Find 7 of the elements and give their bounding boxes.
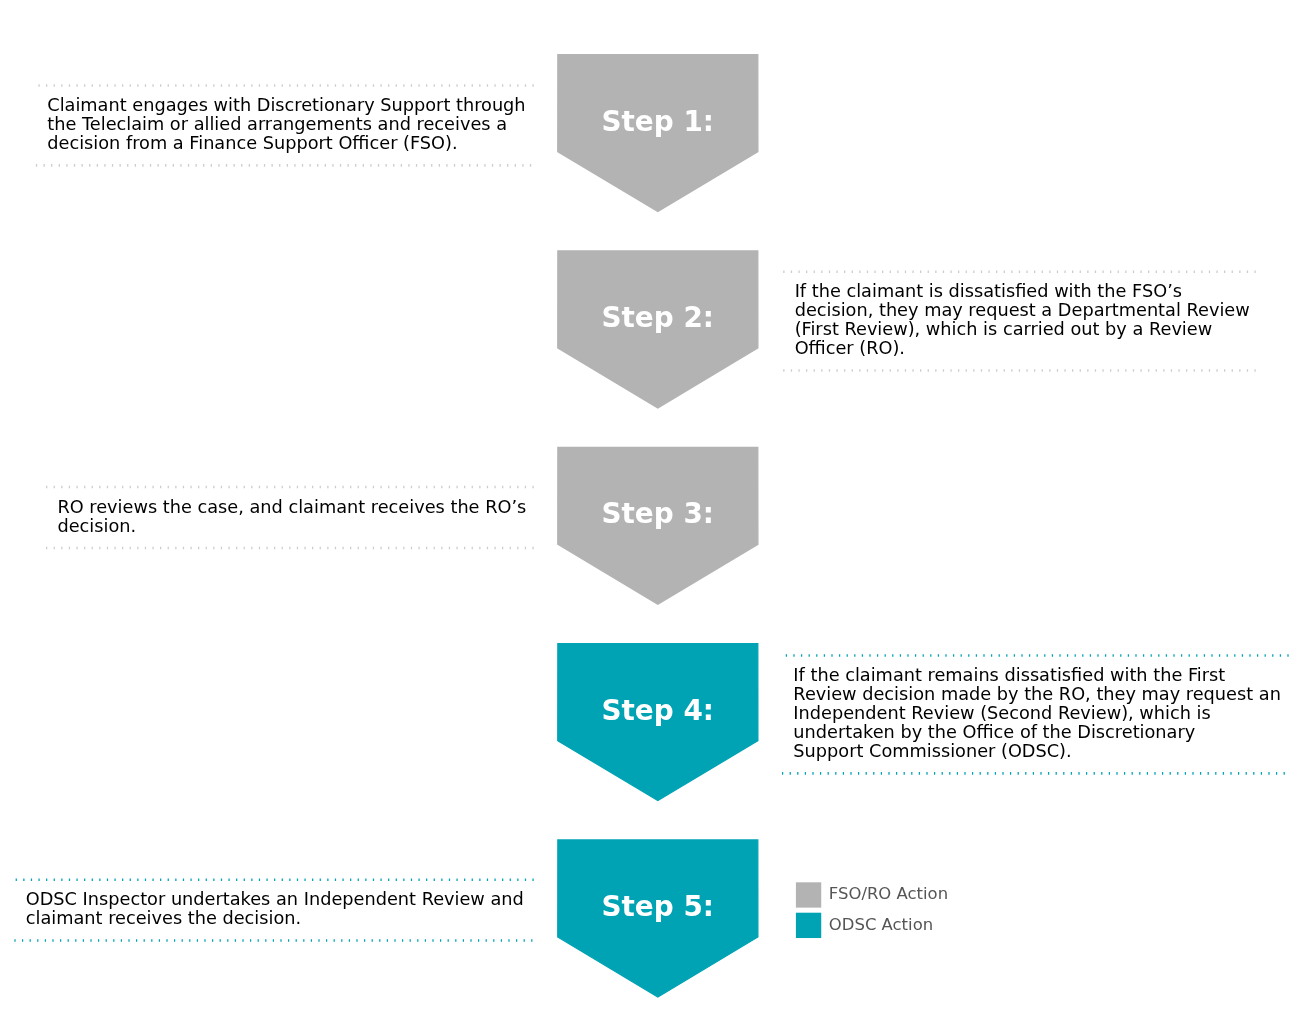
node-label: If the claimant remains dissatisfied with the First Review decision made by the RO, they may request an Independent Review (Second Review), which is undertaken by the Office of the Discretionary Support Commissioner (ODSC). — [793, 664, 1281, 761]
node-label: If the claimant is dissatisfied with the FSO’s decision, they may request a Departmental Review (First Review), which is carried out by a Review Officer (RO). — [794, 280, 1250, 358]
node-label: Claimant engages with Discretionary Support through the Teleclaim or allied arrangements and receives a decision from a Finance Support Officer (FSO). — [47, 94, 526, 153]
legend-label: FSO/RO Action — [828, 883, 949, 903]
node-label: RO reviews the case, and claimant receives the RO’s decision. — [57, 496, 527, 536]
legend-label: ODSC Action — [828, 914, 934, 934]
node-label: ODSC Inspector undertakes an Independent Review and claimant receives the decision. — [25, 888, 524, 928]
